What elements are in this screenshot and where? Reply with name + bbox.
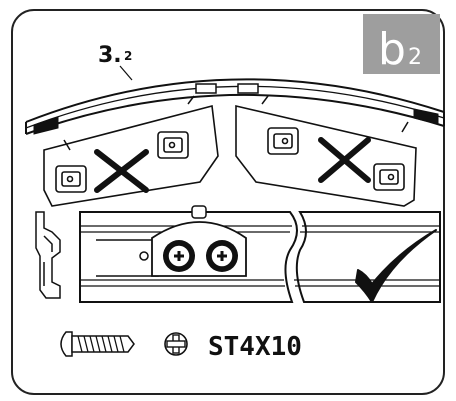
- step-number-main: 3.: [98, 43, 122, 68]
- curved-rail: [25, 78, 445, 135]
- step-badge: b 2: [363, 14, 440, 75]
- detail-panel: [79, 205, 441, 303]
- screw-head-icon: [206, 240, 238, 272]
- badge-letter: b: [378, 24, 406, 75]
- badge-subscript: 2: [408, 45, 422, 70]
- step-leader-line: [119, 65, 133, 81]
- rail-profile: [35, 211, 61, 299]
- step-number: 3. 2: [98, 43, 133, 81]
- screw-side-icon: [60, 331, 135, 357]
- cross-icon: [94, 149, 149, 193]
- cross-icon: [318, 137, 371, 183]
- bracket-right: [235, 95, 417, 207]
- step-number-sub: 2: [124, 49, 132, 63]
- screw-head-icon: [163, 240, 195, 272]
- screw-code-label: ST4X10: [208, 332, 302, 362]
- bracket-left: [43, 95, 219, 207]
- checkmark-icon: [355, 229, 437, 303]
- page-frame: [11, 9, 445, 395]
- phillips-head-icon: [164, 332, 188, 356]
- badge-background: [363, 14, 440, 74]
